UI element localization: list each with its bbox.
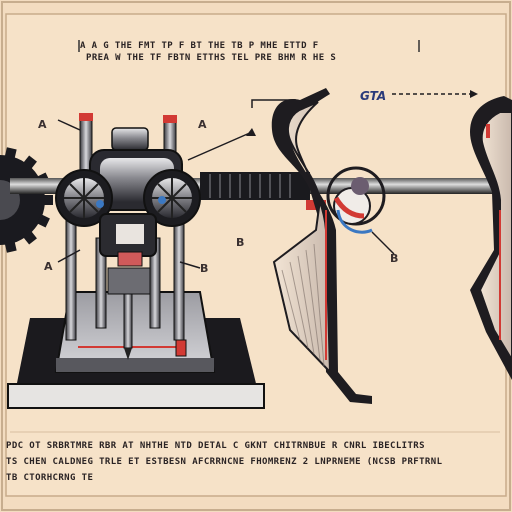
header-caption-line1: A A G THE FMT TP F BT THE TB P MHE ETTD … xyxy=(80,41,319,51)
callout-blue: GTA xyxy=(360,89,386,103)
callout-lower-mid: B xyxy=(200,262,208,275)
footer-caption-line1: PDC OT SRBRTMRE RBR AT NHTHE NTD DETAL C… xyxy=(6,441,425,451)
engine-assembly xyxy=(55,113,201,360)
right-arm-2 xyxy=(470,96,512,380)
arrow-head-right xyxy=(470,90,478,98)
coupling-ribs xyxy=(209,174,291,198)
arrow-head-mid xyxy=(246,128,256,136)
callout-top-mid: A xyxy=(198,118,207,131)
callout-joint-right: B xyxy=(390,252,398,265)
footer-caption-line3: TB CTORHCRNG TE xyxy=(6,473,93,483)
right-arm-1 xyxy=(271,88,372,404)
header-caption-line2: PREA W THE TF FBTN ETTHS TEL PRE BHM R H… xyxy=(86,53,336,63)
callout-lower-left: A xyxy=(44,260,53,273)
leader-lines xyxy=(57,93,470,269)
joint-ring xyxy=(326,166,386,234)
shaft-coupling xyxy=(200,172,310,200)
callout-top-left: A xyxy=(38,118,47,131)
footer-caption-line2: TS CHEN CALDNEG TRLE ET ESTBESN AFCRRNCN… xyxy=(6,457,443,467)
callout-mid: B xyxy=(236,236,244,249)
inner-panel xyxy=(5,13,507,497)
